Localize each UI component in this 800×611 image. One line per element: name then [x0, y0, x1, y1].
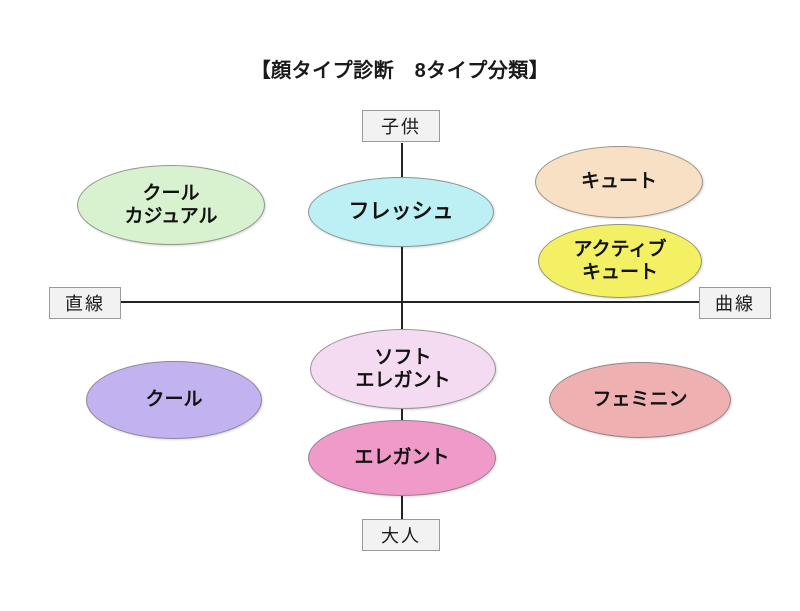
- type-ellipse-feminine: フェミニン: [549, 362, 731, 438]
- type-ellipse-cute: キュート: [535, 146, 703, 218]
- page-title: 【顔タイプ診断 8タイプ分類】: [250, 60, 550, 82]
- type-label-line1: エレガント: [354, 447, 450, 469]
- axis-label-curved: 曲線: [699, 287, 771, 319]
- type-ellipse-active-cute: アクティブ キュート: [538, 224, 702, 298]
- type-label-line1: キュート: [580, 171, 657, 193]
- type-label-line1: フェミニン: [592, 389, 688, 411]
- horizontal-axis-line: [118, 301, 701, 303]
- type-label-line1: アクティブ: [573, 238, 667, 260]
- type-label-line1: クール: [145, 389, 203, 411]
- type-label-line2: エレガント: [355, 370, 451, 391]
- axis-label-straight: 直線: [49, 287, 121, 319]
- type-label-line1: クール: [142, 182, 200, 204]
- type-ellipse-elegant: エレガント: [308, 420, 496, 496]
- type-label-line2: カジュアル: [124, 206, 218, 227]
- type-label-line1: ソフト: [374, 346, 432, 368]
- type-ellipse-fresh: フレッシュ: [308, 177, 494, 247]
- type-label-line1: フレッシュ: [348, 200, 454, 224]
- axis-label-child: 子供: [362, 110, 440, 142]
- axis-label-adult: 大人: [362, 519, 440, 551]
- type-label-line2: キュート: [581, 262, 658, 283]
- type-ellipse-soft-elegant: ソフト エレガント: [310, 329, 496, 409]
- type-ellipse-cool: クール: [86, 361, 262, 439]
- type-ellipse-cool-casual: クール カジュアル: [77, 165, 265, 245]
